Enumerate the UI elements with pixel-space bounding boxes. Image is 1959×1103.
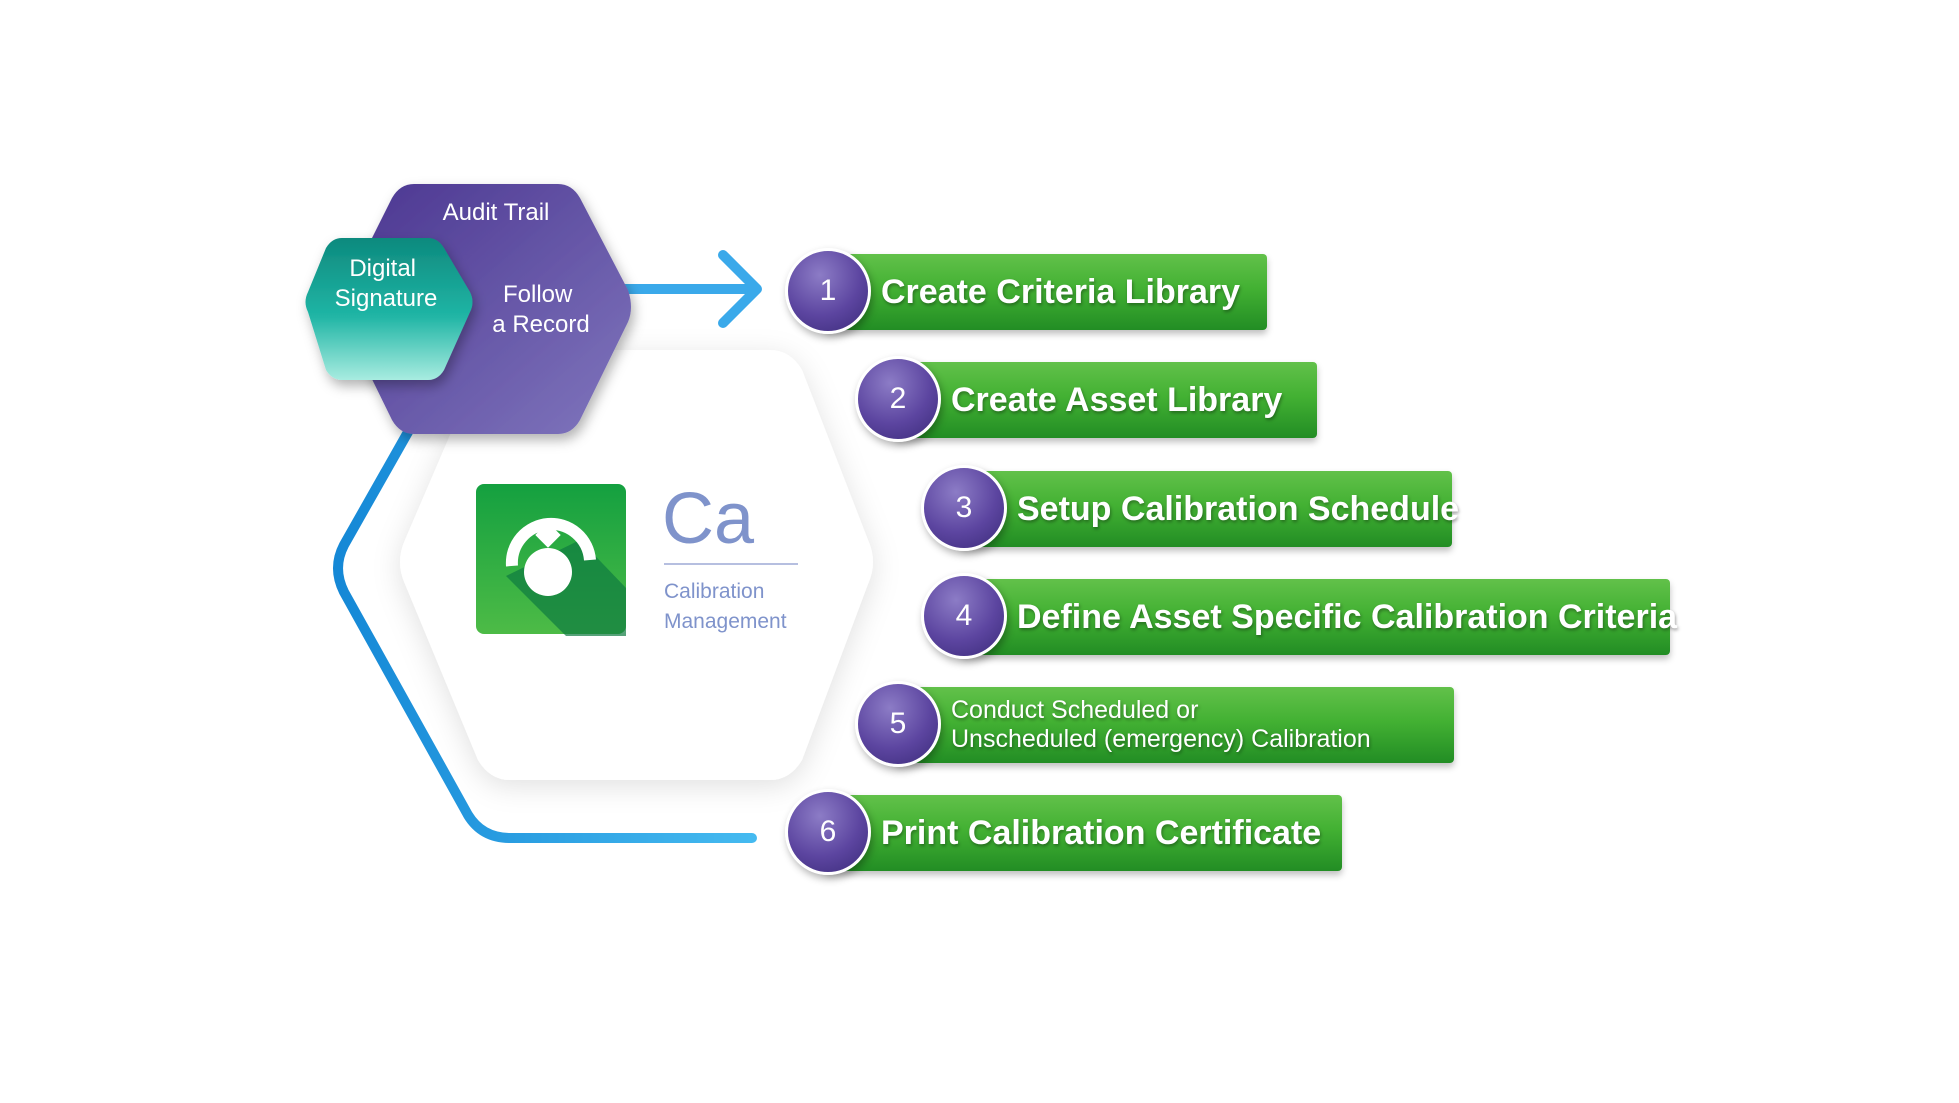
step-4-bar xyxy=(961,579,1670,655)
digital-signature-line-2: Signature xyxy=(335,285,438,312)
calibration-app-icon xyxy=(476,484,626,636)
step-6: 6 Print Calibration Certificate xyxy=(785,789,1342,875)
step-2-bar xyxy=(895,362,1317,438)
step-1: 1 Create Criteria Library xyxy=(785,248,1267,334)
step-2-number: 2 xyxy=(855,356,941,442)
app-name-line-1: Calibration xyxy=(664,580,764,603)
step-5-label-line-2: Unscheduled (emergency) Calibration xyxy=(951,725,1371,753)
step-1-label: Create Criteria Library xyxy=(881,272,1241,311)
process-loop-line xyxy=(333,420,757,843)
step-1-bar xyxy=(825,254,1267,330)
follow-record-line-2: a Record xyxy=(492,311,589,338)
step-3-number: 3 xyxy=(921,465,1007,551)
central-hexagon xyxy=(400,350,873,780)
audit-trail-label: Audit Trail xyxy=(443,199,550,226)
step-3-bar xyxy=(961,471,1452,547)
arrow-head-icon xyxy=(718,250,762,328)
digital-signature-hexagon xyxy=(305,238,473,380)
app-name-line-2: Management xyxy=(664,610,787,633)
step-5-bar xyxy=(895,687,1454,763)
step-6-bar xyxy=(825,795,1342,871)
step-5-number: 5 xyxy=(855,681,941,767)
app-symbol: Ca xyxy=(662,479,755,559)
step-4-label: Define Asset Specific Calibration Criter… xyxy=(1017,597,1678,636)
step-3-label: Setup Calibration Schedule xyxy=(1017,489,1460,528)
follow-record-label: Follow a Record xyxy=(492,281,589,338)
follow-record-line-1: Follow xyxy=(503,281,573,308)
step-4: 4 Define Asset Specific Calibration Crit… xyxy=(921,573,1678,659)
step-6-number: 6 xyxy=(785,789,871,875)
step-2: 2 Create Asset Library xyxy=(855,356,1317,442)
step-5-label-line-1: Conduct Scheduled or xyxy=(951,696,1199,725)
step-4-number: 4 xyxy=(921,573,1007,659)
app-name: Calibration Management xyxy=(664,580,787,633)
step-1-number: 1 xyxy=(785,248,871,334)
digital-signature-label: Digital Signature xyxy=(335,255,438,312)
step-3: 3 Setup Calibration Schedule xyxy=(921,465,1460,551)
step-5: 5 Conduct Scheduled or Unscheduled (emer… xyxy=(855,681,1454,767)
digital-signature-line-1: Digital xyxy=(349,255,416,282)
step-6-label: Print Calibration Certificate xyxy=(881,813,1322,852)
step-5-label: Conduct Scheduled or Unscheduled (emerge… xyxy=(951,687,1436,763)
step-2-label: Create Asset Library xyxy=(951,380,1283,419)
